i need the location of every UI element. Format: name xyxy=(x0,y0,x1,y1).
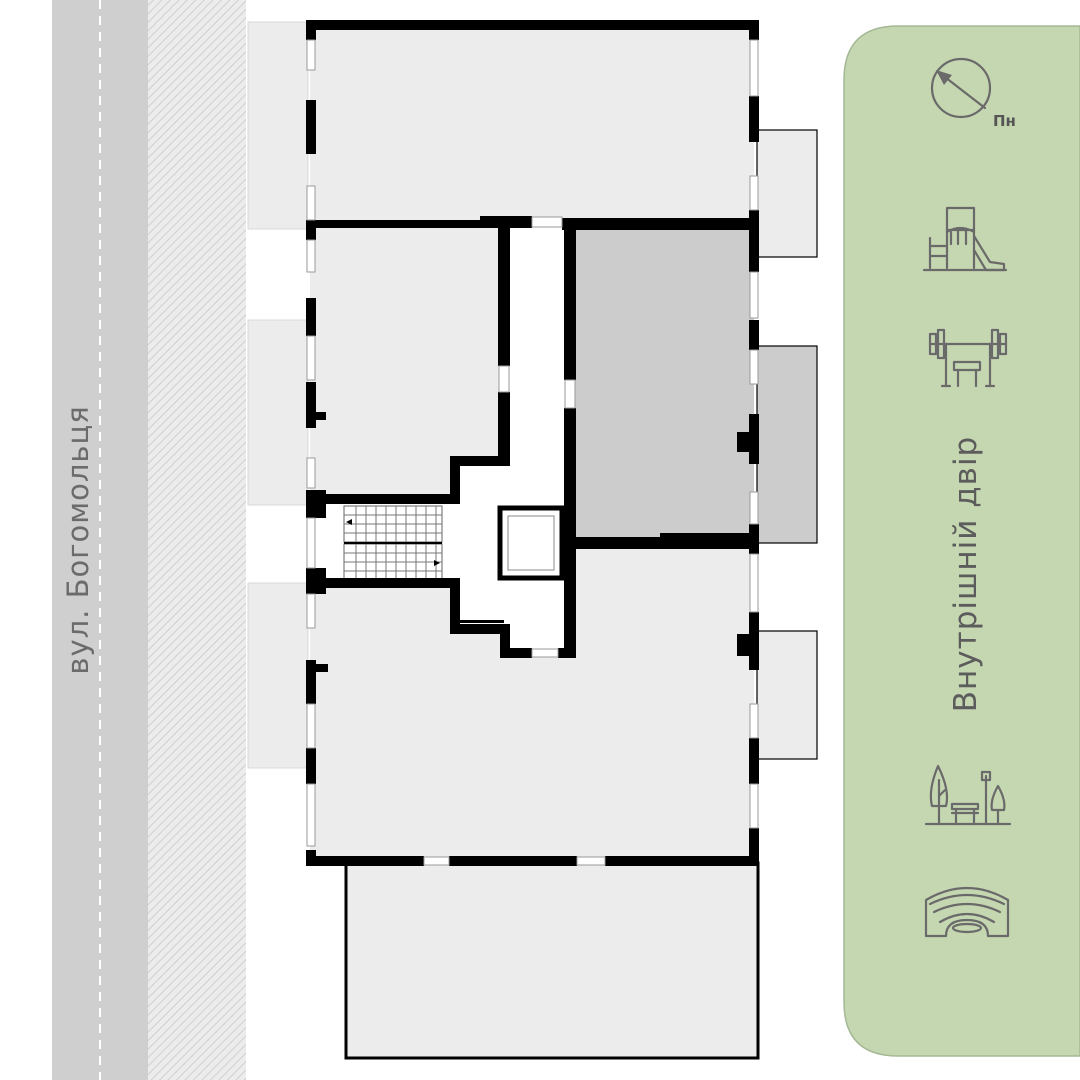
window xyxy=(749,175,759,211)
wall xyxy=(749,210,759,272)
units xyxy=(310,26,754,860)
wall xyxy=(749,320,759,350)
east-balconies xyxy=(756,129,818,760)
wall xyxy=(449,856,577,866)
staircase xyxy=(343,505,443,581)
wall xyxy=(558,648,576,658)
wall xyxy=(660,533,759,541)
window xyxy=(306,457,316,489)
wall xyxy=(306,298,316,336)
park-icon xyxy=(924,764,1012,826)
window xyxy=(423,856,450,866)
wall xyxy=(456,620,504,623)
courtyard-label: Внутрішній двір xyxy=(948,436,984,712)
wall xyxy=(450,624,508,634)
balcony-highlighted xyxy=(756,345,818,544)
courtyard-background xyxy=(843,25,1080,1057)
wall xyxy=(749,20,759,40)
window xyxy=(749,271,759,319)
window xyxy=(749,703,759,739)
window xyxy=(306,517,316,569)
wall xyxy=(500,648,532,658)
wall xyxy=(564,220,576,380)
wall xyxy=(306,660,316,704)
window xyxy=(749,491,759,525)
wall xyxy=(306,382,316,428)
wall xyxy=(450,456,510,466)
wall xyxy=(306,20,316,40)
wall xyxy=(749,738,759,784)
wall xyxy=(450,456,460,504)
wall xyxy=(306,220,532,228)
wall xyxy=(306,494,460,504)
unit-south[interactable] xyxy=(310,546,754,860)
workout-icon xyxy=(928,328,1008,388)
wall xyxy=(562,218,759,230)
wall xyxy=(306,220,316,240)
compass-label: Пн xyxy=(993,112,1016,130)
amphitheater-icon xyxy=(924,886,1010,938)
stair-arrow xyxy=(434,560,440,566)
elevator xyxy=(497,505,565,581)
unit-east-middle[interactable] xyxy=(572,228,754,542)
courtyard-panel: Внутрішній двір Пн xyxy=(843,25,1080,1057)
window xyxy=(749,553,759,613)
window xyxy=(749,39,759,97)
wall xyxy=(450,578,460,634)
wall xyxy=(498,392,510,466)
windows xyxy=(306,39,759,866)
wall xyxy=(306,664,328,672)
sidewalk xyxy=(148,0,246,1080)
window xyxy=(306,335,316,381)
compass-icon: Пн xyxy=(930,57,1016,130)
playground-icon xyxy=(922,206,1008,272)
wall xyxy=(500,624,510,658)
window xyxy=(576,856,606,866)
wall xyxy=(306,748,316,784)
wall xyxy=(749,828,759,866)
door xyxy=(564,379,576,409)
wall xyxy=(749,96,759,142)
wall xyxy=(737,634,753,656)
door xyxy=(498,365,510,393)
wall xyxy=(737,432,753,452)
wall xyxy=(749,414,759,464)
west-balconies xyxy=(247,21,309,769)
door xyxy=(531,648,559,658)
street-label: вул. Богомольця xyxy=(61,405,95,674)
window xyxy=(306,39,316,71)
window xyxy=(306,239,316,273)
wall xyxy=(564,408,576,658)
balcony xyxy=(756,630,818,760)
wall xyxy=(306,412,326,420)
unit-west-middle[interactable] xyxy=(310,228,502,496)
wall xyxy=(306,856,424,866)
wall xyxy=(306,100,316,154)
wall xyxy=(306,20,759,30)
door xyxy=(531,216,563,228)
window xyxy=(306,783,316,847)
walls xyxy=(306,20,759,866)
south-terrace xyxy=(344,861,760,1060)
window xyxy=(306,185,316,221)
wall xyxy=(306,578,460,588)
window xyxy=(749,349,759,385)
wall xyxy=(605,856,759,866)
balcony xyxy=(247,582,309,769)
unit-north[interactable] xyxy=(310,26,754,222)
stair-arrow xyxy=(346,519,352,525)
balcony xyxy=(756,129,818,258)
balcony xyxy=(247,319,309,506)
balcony xyxy=(247,21,309,230)
wall xyxy=(749,612,759,670)
wall xyxy=(498,220,510,366)
window xyxy=(306,593,316,629)
window xyxy=(749,783,759,829)
window xyxy=(306,703,316,749)
street: вул. Богомольця xyxy=(52,0,246,1080)
